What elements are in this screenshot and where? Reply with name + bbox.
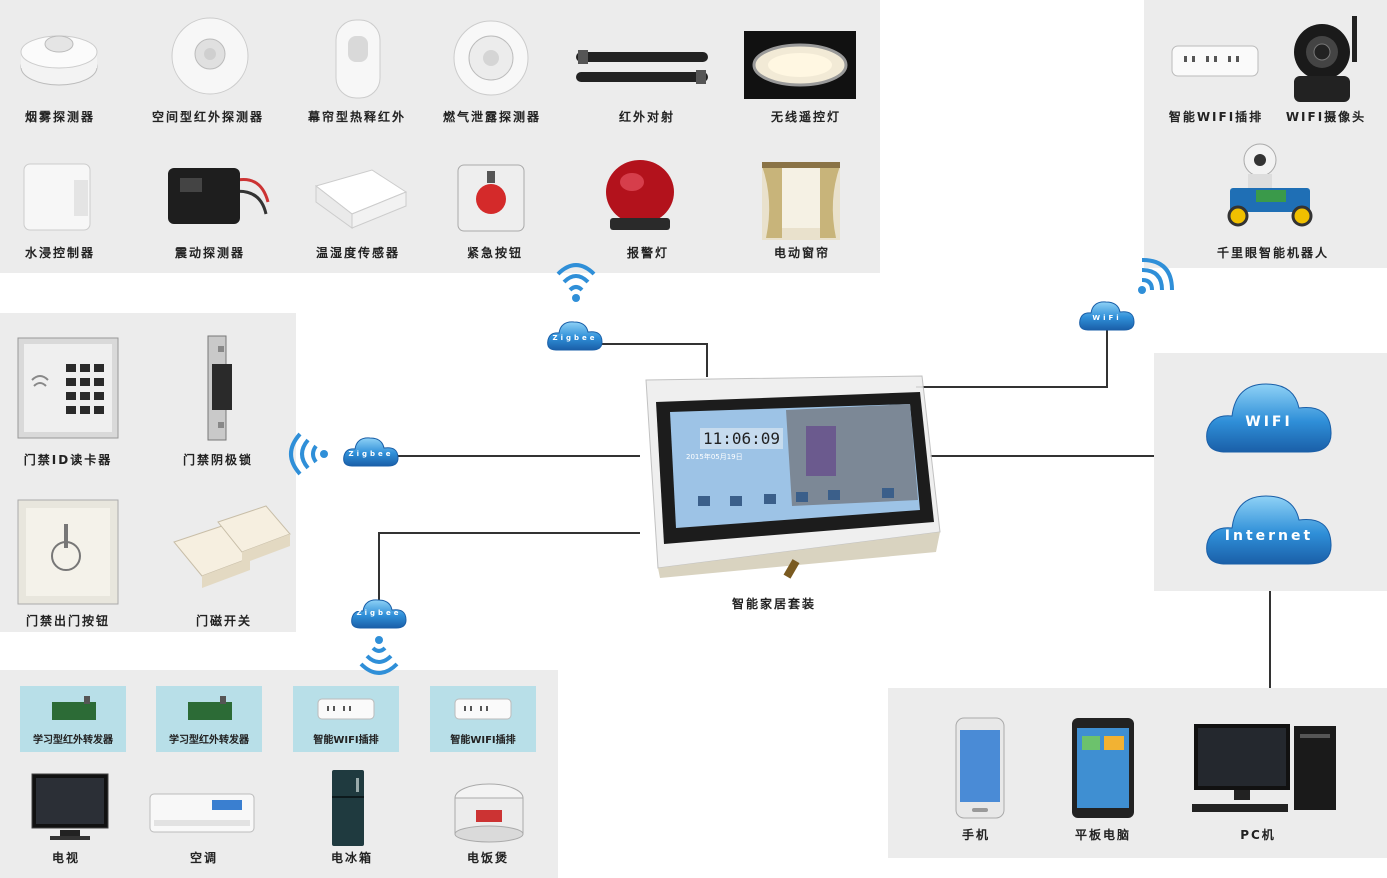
air-conditioner-icon [149,793,255,833]
appliance-label: 空调 [189,851,218,865]
sensor-label: 幕帘型热释红外 [307,110,406,124]
vibration-sensor-icon [168,168,270,224]
wireless-signal-icon [289,432,328,476]
sensor-label: 无线遥控灯 [770,110,841,124]
rice-cooker-icon [454,783,524,843]
connector-line [596,343,708,345]
circuit-board-icon [52,696,96,720]
tv-icon [31,773,109,840]
zigbee-cloud-bottom [351,599,407,629]
access-label: 门磁开关 [195,614,252,628]
connector-line [396,455,640,457]
connector-line [706,343,708,377]
client-label: PC机 [1240,828,1276,842]
alarm-light-icon [606,160,674,230]
wifi-big-label: WIFI [1245,414,1293,430]
wireless-signal-icon [1138,258,1174,294]
pc-icon [1192,724,1336,812]
sensor-label: 空间型红外探测器 [151,110,264,124]
robot-icon [1227,143,1313,227]
connector-line [1106,330,1108,388]
sensor-label: 报警灯 [626,246,669,260]
sensor-label: 烟雾探测器 [24,110,95,124]
wifi-power-strip-icon [1171,45,1259,77]
appliance-label: 电冰箱 [330,851,373,865]
connector-line [930,455,1154,457]
connector-line [916,386,1108,388]
wifi-camera-icon [1294,16,1357,102]
smoke-detector-icon [20,35,98,86]
access-label: 门禁ID读卡器 [23,453,113,467]
wifi-device-label: 千里眼智能机器人 [1216,246,1329,260]
internet-label: Internet [1224,528,1314,544]
card-label: 学习型红外转发器 [169,735,249,746]
appliance-label: 电饭煲 [466,851,509,865]
appliance-label: 电视 [51,851,80,865]
door-magnet-icon [173,505,291,588]
ir-beam-icon [576,50,708,84]
wifi-power-strip-icon [317,698,375,720]
connector-line [378,532,380,600]
smart-home-controller [645,375,941,579]
zigbee-cloud-top [547,321,603,351]
ceiling-pir-icon [171,17,249,95]
sensor-label: 温湿度传感器 [315,246,400,260]
wifi-cloud-small [1079,301,1135,331]
curtain-pir-icon [335,19,381,99]
card-label: 智能WIFI插排 [450,735,516,746]
wifi-device-label: WIFI摄像头 [1285,110,1367,124]
temp-humidity-icon [314,169,408,229]
controller-date: 2015年05月19日 [686,453,743,461]
sensor-label: 燃气泄露探测器 [442,110,541,124]
controller-clock: 11:06:09 [700,428,784,449]
sensor-label: 电动窗帘 [773,246,830,260]
internet-cloud [1206,495,1332,565]
phone-icon [955,717,1005,819]
keypad-reader-icon [17,337,119,439]
emergency-button-icon [457,164,525,232]
controller-label: 智能家居套装 [731,597,816,611]
wifi-small-label: WiFi [1092,314,1122,322]
sensor-label: 水浸控制器 [24,246,95,260]
zigbee-cloud-left [343,437,399,467]
access-label: 门禁阴极锁 [182,453,253,467]
zigbee-left-label: Zigbee [348,450,394,458]
connector-line [378,532,640,534]
strike-lock-icon [207,335,232,441]
ir-transceiver-card: 学习型红外转发器 [156,686,262,752]
sensor-label: 红外对射 [618,110,675,124]
wifi-strip-card: 智能WIFI插排 [430,686,536,752]
water-sensor-icon [23,163,91,231]
card-label: 学习型红外转发器 [33,735,113,746]
wireless-signal-icon [556,263,596,302]
zigbee-top-label: Zigbee [552,334,598,342]
zigbee-bottom-label: Zigbee [356,609,402,617]
connector-line [1269,591,1271,688]
wifi-power-strip-icon [454,698,512,720]
ir-transceiver-card: 学习型红外转发器 [20,686,126,752]
wifi-strip-card: 智能WIFI插排 [293,686,399,752]
sensor-label: 震动探测器 [174,246,245,260]
client-label: 手机 [961,828,990,842]
wireless-signal-icon [359,636,399,675]
circuit-board-icon [188,696,232,720]
wifi-device-label: 智能WIFI插排 [1168,110,1264,124]
ceiling-lamp-icon [744,31,856,99]
fridge-icon [332,770,364,846]
access-label: 门禁出门按钮 [25,614,110,628]
electric-curtain-icon [762,162,840,240]
sensor-panel [0,0,880,273]
exit-button-icon [17,499,119,605]
card-label: 智能WIFI插排 [313,735,379,746]
client-label: 平板电脑 [1074,828,1131,842]
wifi-cloud-big [1206,383,1332,453]
gas-detector-icon [453,20,529,96]
tablet-icon [1072,718,1134,818]
sensor-label: 紧急按钮 [466,246,523,260]
